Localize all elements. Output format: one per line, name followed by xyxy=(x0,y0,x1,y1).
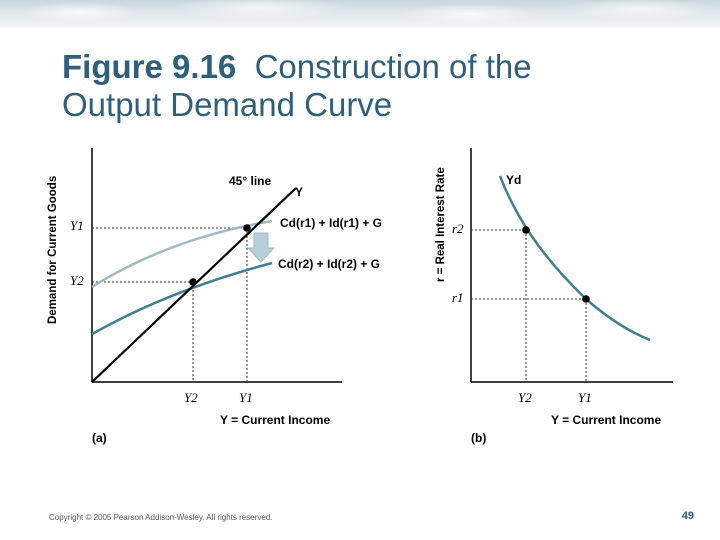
panel-b-y-axis-label: r = Real Interest Rate xyxy=(435,167,447,282)
point-r1-y1 xyxy=(582,295,590,303)
title-text-line1: Construction of the xyxy=(254,48,532,85)
copyright-notice: Copyright © 2005 Pearson Addison-Wesley.… xyxy=(49,513,273,522)
point-r2-y2 xyxy=(522,226,530,234)
panel-a: 45° line Y Cd(r1) + Id(r1) + G Cd(r2) + … xyxy=(47,148,382,445)
curve-r2-label: Cd(r2) + Id(r2) + G xyxy=(278,257,380,271)
header-sky-banner xyxy=(0,0,720,28)
x-tick-y1-b: Y1 xyxy=(578,390,592,405)
panel-a-x-axis-label: Y = Current Income xyxy=(220,413,330,427)
line45-label: 45° line xyxy=(229,174,271,188)
title-text-line2: Output Demand Curve xyxy=(62,86,393,123)
curve-demand-r2 xyxy=(91,261,273,336)
slide-title: Figure 9.16 Construction of the Output D… xyxy=(62,48,662,124)
yd-curve-label: Yd xyxy=(506,173,521,187)
y-tick-y2: Y2 xyxy=(70,273,84,288)
panel-b-tag: (b) xyxy=(471,431,486,445)
y-tick-y1: Y1 xyxy=(70,218,84,233)
equilibrium-point-y2 xyxy=(189,278,197,286)
figure-number: Figure 9.16 xyxy=(62,48,237,85)
curve-output-demand-yd xyxy=(498,175,651,342)
line45-end-label: Y xyxy=(295,185,303,199)
y-tick-r2: r2 xyxy=(452,221,464,236)
y-tick-r1: r1 xyxy=(452,290,464,305)
shift-down-arrow-icon xyxy=(246,232,276,263)
page-number: 49 xyxy=(681,510,694,522)
x-tick-y2-b: Y2 xyxy=(518,390,532,405)
panel-b: Yd r2 r1 Y2 Y1 Y = Current Income (b) r … xyxy=(435,148,673,445)
panel-b-x-axis-label: Y = Current Income xyxy=(551,413,661,427)
panel-a-tag: (a) xyxy=(92,431,107,445)
equilibrium-point-y1 xyxy=(243,224,251,232)
x-tick-y1: Y1 xyxy=(239,390,253,405)
curve-r1-label: Cd(r1) + Id(r1) + G xyxy=(280,216,382,230)
x-tick-y2: Y2 xyxy=(184,390,198,405)
panel-a-y-axis-label: Demand for Current Goods xyxy=(47,176,59,324)
